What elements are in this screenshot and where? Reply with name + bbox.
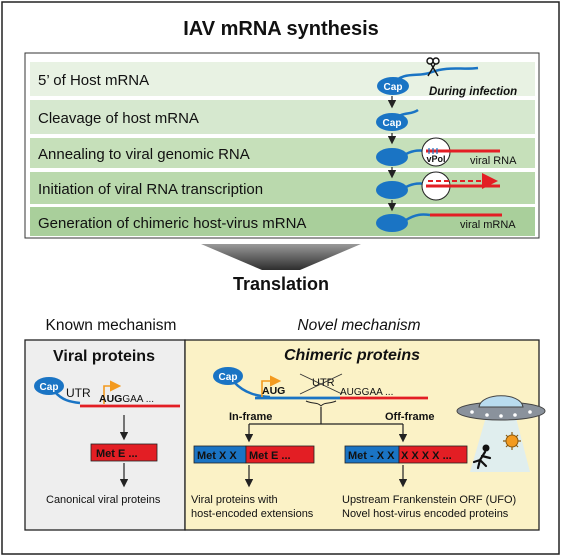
svg-text:AUGGAA ...: AUGGAA ...: [99, 393, 154, 405]
known-utr-label: UTR: [66, 386, 91, 400]
upstream-aug-label: AUG: [262, 385, 285, 397]
offframe-viral-segment: [398, 445, 468, 464]
cap-icon: [376, 214, 408, 232]
offframe-host-text: Met - X X: [348, 450, 395, 462]
step-label-1: 5’ of Host mRNA: [38, 72, 149, 89]
chimeric-proteins-title: Chimeric proteins: [284, 347, 420, 364]
step2-illustration: Cap: [376, 108, 419, 145]
offframe-result-line2: Novel host-virus encoded proteins: [342, 508, 509, 520]
start-arrow-icon: [261, 375, 282, 397]
step-band-4: [30, 172, 535, 204]
known-mechanism-heading: Known mechanism: [46, 317, 177, 334]
known-seq-label: GAA ...: [122, 394, 154, 405]
person-icon: [472, 444, 492, 470]
offframe-viral-text: X X X X ...: [401, 450, 452, 462]
viral-rna-label: viral RNA: [470, 155, 517, 167]
inframe-result-line2: host-encoded extensions: [191, 508, 314, 520]
cap-label: Cap: [219, 372, 238, 383]
viral-protein-bar: [90, 443, 158, 462]
novel-panel: Chimeric proteins Cap AUG UTR AUGGAA ...…: [184, 339, 546, 531]
step-label-5: Generation of chimeric host-virus mRNA: [38, 215, 306, 232]
step-band-3: [30, 138, 535, 168]
step-label-4: Initiation of viral RNA transcription: [38, 181, 263, 198]
step-band-5: [30, 207, 535, 236]
cap-icon: [376, 113, 408, 131]
inframe-result-line1: Viral proteins with: [191, 494, 278, 506]
offframe-result-line1: Upstream Frankenstein ORF (UFO): [342, 494, 516, 506]
step-label-2: Cleavage of host mRNA: [38, 110, 199, 127]
step4-illustration: [376, 171, 500, 212]
inframe-viral-text: Met E ...: [249, 450, 291, 462]
known-aug-label: AUG: [99, 393, 122, 405]
step-band-2: [30, 100, 535, 134]
vpol-label: vPol: [426, 154, 445, 164]
translation-label: Translation: [233, 274, 329, 294]
known-panel: Viral proteins Cap UTR AUGGAA ... Met E …: [24, 339, 186, 531]
known-protein-label: Met E ...: [96, 448, 138, 460]
synthesis-panel: 5’ of Host mRNA Cleavage of host mRNA An…: [24, 52, 540, 239]
step5-illustration: viral mRNA: [376, 213, 516, 232]
cap-icon: [213, 367, 243, 385]
inframe-label: In-frame: [229, 411, 272, 423]
cap-label: Cap: [383, 118, 402, 129]
cap-label: Cap: [384, 82, 403, 93]
scissors-icon: [426, 57, 440, 77]
during-infection-note: During infection: [429, 86, 517, 98]
cap-icon: [376, 181, 408, 199]
cap-label: Cap: [40, 382, 59, 393]
cap-icon: [376, 148, 408, 166]
step1-illustration: Cap During infection: [377, 57, 517, 109]
virus-icon: [503, 432, 521, 450]
canonical-result: Canonical viral proteins: [46, 494, 161, 506]
viral-mrna-label: viral mRNA: [460, 219, 516, 231]
novel-mechanism-heading: Novel mechanism: [297, 317, 420, 334]
inframe-host-text: Met X X: [197, 450, 237, 462]
translation-arrow-icon: [201, 244, 361, 270]
novel-seq-label: AUGGAA ...: [340, 387, 393, 398]
step-label-3: Annealing to viral genomic RNA: [38, 146, 250, 163]
figure-title: IAV mRNA synthesis: [183, 18, 379, 40]
offframe-label: Off-frame: [385, 411, 435, 423]
start-arrow-icon: [103, 380, 122, 404]
viral-proteins-title: Viral proteins: [53, 348, 155, 365]
cap-icon: [377, 77, 409, 95]
cap-icon: [34, 377, 64, 395]
step3-illustration: vPol viral RNA: [376, 137, 517, 179]
inframe-viral-segment: [245, 445, 315, 464]
